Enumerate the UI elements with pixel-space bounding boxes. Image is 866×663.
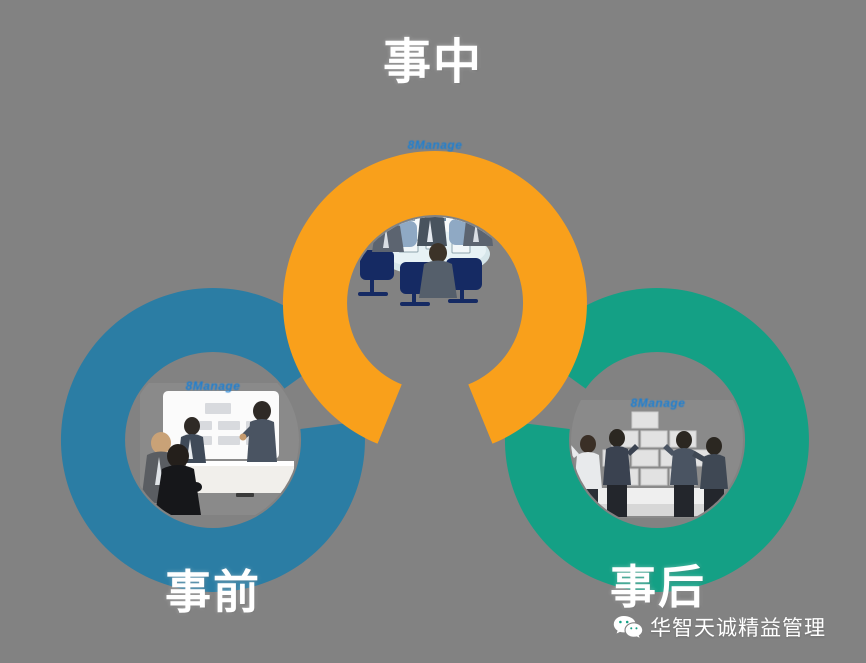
caption-8manage-after: 8Manage: [630, 396, 686, 410]
caption-8manage-during: 8Manage: [407, 138, 463, 152]
wechat-icon: [613, 616, 643, 638]
ring-after: [504, 288, 809, 592]
ring-during: [282, 151, 587, 456]
ring-before: [60, 288, 365, 592]
wechat-watermark: 华智天诚精益管理: [613, 612, 826, 642]
scene-whiteboard-planning-meeting: [140, 383, 299, 515]
watermark-text: 华智天诚精益管理: [650, 617, 826, 640]
ring-label-after: 事后: [610, 561, 706, 613]
scene-team-reviewing-card-board: [571, 400, 743, 518]
caption-8manage-before: 8Manage: [185, 379, 241, 393]
ring-label-before: 事前: [165, 566, 261, 618]
ring-label-during: 事中: [382, 36, 483, 89]
